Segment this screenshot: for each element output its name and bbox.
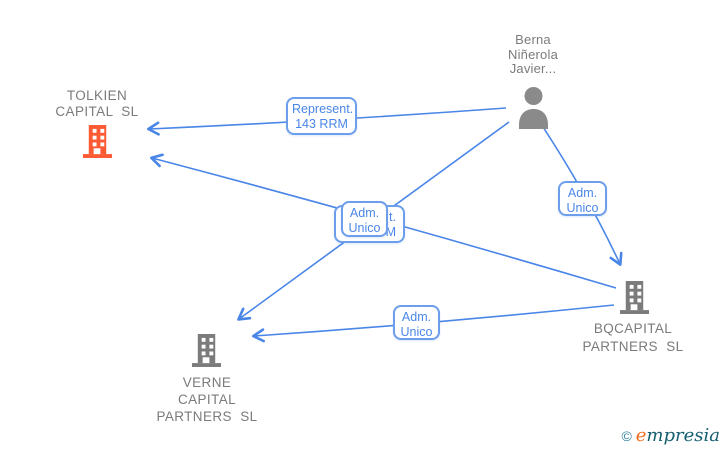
company-name-line: CAPITAL (177, 392, 237, 407)
edge-label-adm-unico-bottom: Adm. Unico (393, 305, 440, 340)
edge-label-line: 143 RRM (295, 117, 348, 131)
company-name-line: PARTNERS SL (582, 338, 684, 354)
edge-label-line: Represent. (292, 102, 354, 116)
company-name-line: CAPITAL SL (55, 104, 139, 119)
edge-label-line: M (385, 225, 396, 239)
person-name[interactable]: Berna Niñerola Javier... (473, 32, 593, 77)
edge-label-represent-143-rrm: Represent. 143 RRM (286, 97, 357, 135)
edge-label-line: Adm. (349, 206, 380, 220)
edge-label-line: Unico (566, 201, 599, 215)
person-name-line: Javier... (509, 61, 557, 76)
company-name-line: VERNE (182, 375, 232, 390)
building-icon-verne[interactable] (191, 334, 222, 367)
company-name-bqcapital[interactable]: BQCAPITAL PARTNERS SL (563, 320, 703, 355)
brand-first-letter: e (635, 425, 647, 446)
person-name-line: Niñerola (507, 46, 558, 62)
copyright-symbol: © (621, 428, 632, 444)
brand-rest: mpresia (646, 425, 720, 446)
company-name-line: TOLKIEN (66, 88, 128, 103)
company-name-line: PARTNERS SL (156, 409, 258, 424)
building-icon-bqcapital[interactable] (619, 281, 650, 314)
person-name-line: Berna (515, 32, 551, 47)
edge-label-line: t. (389, 210, 396, 224)
edge-label-adm-unico-right: Adm. Unico (558, 181, 607, 216)
person-icon[interactable] (517, 85, 550, 129)
company-name-tolkien[interactable]: TOLKIEN CAPITAL SL (27, 88, 167, 120)
company-name-line: BQCAPITAL (593, 321, 673, 336)
empresia-logo[interactable]: ©empresia (621, 426, 720, 446)
edge-label-line: Adm. (567, 186, 598, 200)
edge-label-line: Unico (348, 221, 381, 235)
edge-label-line: Unico (400, 325, 433, 339)
edge-label-line: Adm. (401, 310, 432, 324)
company-name-verne[interactable]: VERNE CAPITAL PARTNERS SL (137, 374, 277, 425)
edge-label-adm-unico-mid: Adm. Unico (341, 201, 388, 237)
building-icon-tolkien[interactable] (82, 125, 113, 158)
